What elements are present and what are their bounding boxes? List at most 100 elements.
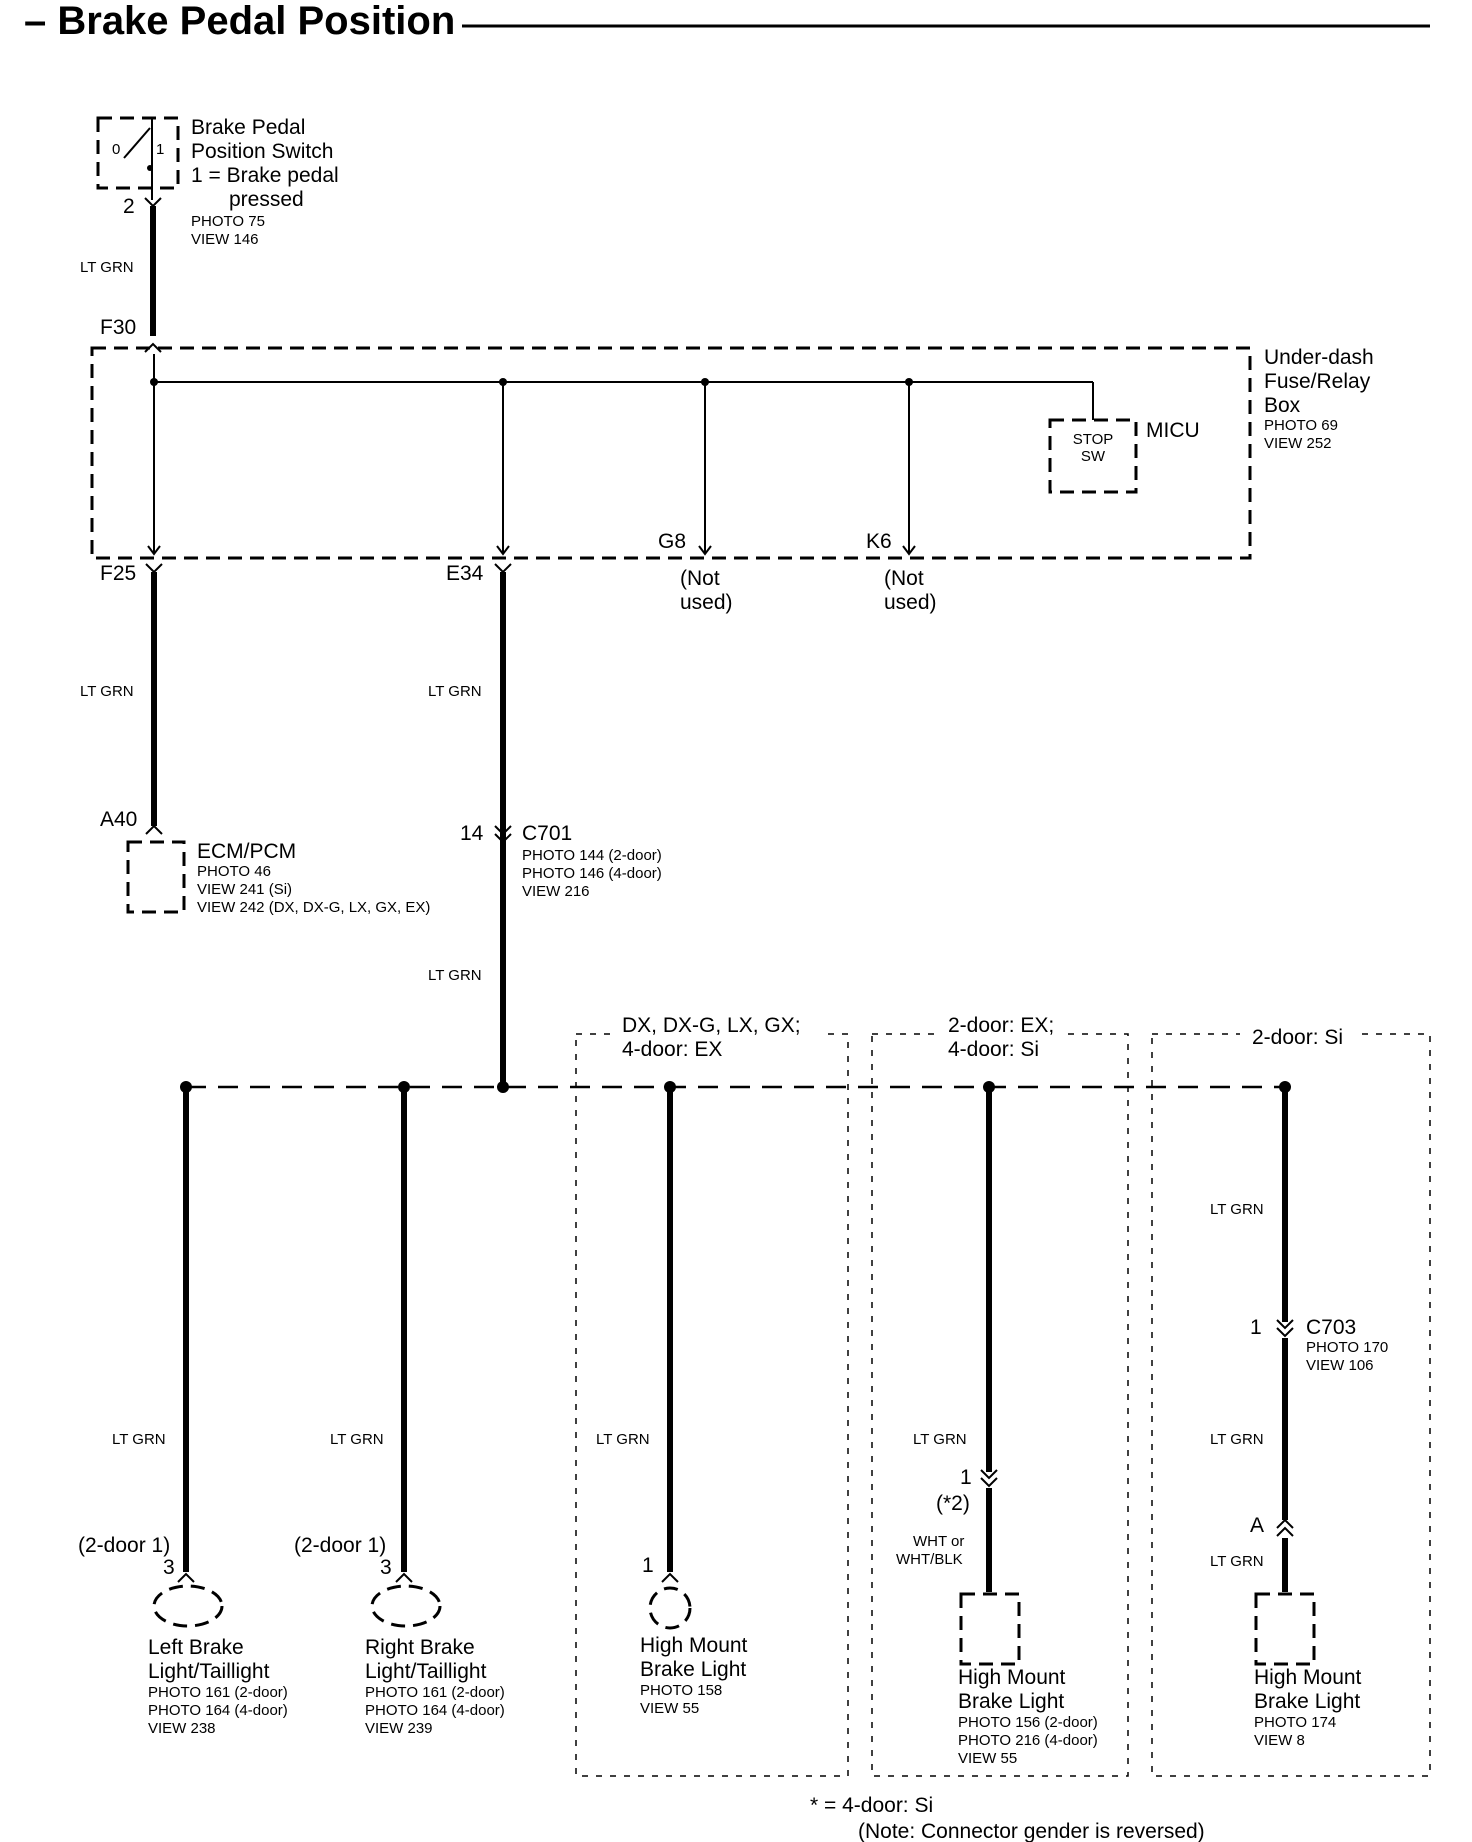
connector-hm2-a: [980, 1469, 998, 1480]
arrow-g8: [698, 545, 712, 556]
splice-k6: [905, 378, 913, 386]
wire-label-wht-blk: WHT/BLK: [896, 1551, 963, 1568]
splice-c701: [497, 1081, 509, 1093]
variant-box-b: [871, 1033, 1129, 1777]
variant-b-line-2: 4-door: Si: [948, 1038, 1039, 1061]
switch-pos-0: 0: [112, 141, 120, 158]
hm1-name-1: High Mount: [640, 1634, 748, 1657]
ecm-name: ECM/PCM: [197, 840, 296, 863]
hm3-ref-2: VIEW 8: [1254, 1732, 1305, 1749]
ecm-pcm-box: [126, 840, 186, 914]
left-light-name-2: Light/Taillight: [148, 1660, 270, 1683]
c703-ref-photo: PHOTO 170: [1306, 1339, 1388, 1356]
variant-box-c: [1151, 1033, 1431, 1777]
connector-c703-b: [1276, 1327, 1294, 1338]
switch-outline: [96, 116, 180, 190]
footnote-star: * = 4-door: Si: [810, 1794, 933, 1817]
hm2-pin: 1: [960, 1466, 972, 1489]
switch-name-2: Position Switch: [191, 140, 333, 163]
pin-k6: K6: [866, 530, 892, 553]
stop-sw-line-1: STOP: [1073, 431, 1114, 448]
variant-b-line-1: 2-door: EX;: [948, 1014, 1054, 1037]
switch-name-4: pressed: [229, 188, 304, 211]
connector-e34: [494, 563, 512, 574]
variant-box-a: [575, 1033, 849, 1777]
wire-label-3: LT GRN: [428, 683, 482, 700]
hm3-name-2: Brake Light: [1254, 1690, 1360, 1713]
variant-c-label-bg: [1240, 1024, 1360, 1048]
fuse-box-name-2: Fuse/Relay: [1264, 370, 1371, 393]
hm2-box: [959, 1592, 1021, 1666]
footnote-note: (Note: Connector gender is reversed): [858, 1820, 1205, 1842]
stop-sw-line-2: SW: [1081, 448, 1106, 465]
g8-not-used-1: (Not: [680, 567, 720, 590]
right-light-name-2: Light/Taillight: [365, 1660, 487, 1683]
splice-g8: [701, 378, 709, 386]
page-title: – Brake Pedal Position: [24, 0, 455, 43]
hm2-ref-2: PHOTO 216 (4-door): [958, 1732, 1098, 1749]
k6-not-used-2: used): [884, 591, 937, 614]
left-light-ref-2: PHOTO 164 (4-door): [148, 1702, 288, 1719]
connector-hm2-b: [980, 1477, 998, 1488]
ecm-ref-photo: PHOTO 46: [197, 863, 271, 880]
c703-pin: 1: [1250, 1316, 1262, 1339]
c701-ref-view: VIEW 216: [522, 883, 590, 900]
left-light-pin: 3: [163, 1556, 175, 1579]
arrow-k6: [902, 545, 916, 556]
right-light-ref-3: VIEW 239: [365, 1720, 433, 1737]
connector-c703-a: [1276, 1319, 1294, 1330]
connector-c701-b: [494, 833, 512, 844]
switch-name-3: 1 = Brake pedal: [191, 164, 339, 187]
hm1-ref-2: VIEW 55: [640, 1700, 699, 1717]
wire-label-2: LT GRN: [80, 683, 134, 700]
connector-right-light: [395, 1572, 413, 1583]
ecm-ref-view-dx: VIEW 242 (DX, DX-G, LX, GX, EX): [197, 899, 430, 916]
hm2-name-1: High Mount: [958, 1666, 1066, 1689]
hm1-name-2: Brake Light: [640, 1658, 746, 1681]
hm1-bulb: [648, 1586, 692, 1630]
fuse-box-name-1: Under-dash: [1264, 346, 1374, 369]
hm2-ref-3: VIEW 55: [958, 1750, 1017, 1767]
g8-not-used-2: used): [680, 591, 733, 614]
left-light-bulb: [152, 1584, 224, 1628]
connector-left-light: [177, 1572, 195, 1583]
switch-contact: [123, 127, 151, 159]
left-light-note: (2-door 1): [78, 1534, 170, 1557]
variant-a-line-2: 4-door: EX: [622, 1038, 722, 1061]
variant-c-line-1: 2-door: Si: [1252, 1026, 1343, 1049]
fuse-box-ref-view: VIEW 252: [1264, 435, 1332, 452]
wire-label-8: LT GRN: [913, 1431, 967, 1448]
hm2-ref-1: PHOTO 156 (2-door): [958, 1714, 1098, 1731]
splice-f30: [150, 378, 158, 386]
connector-c701-a: [494, 825, 512, 836]
wire-label-10: LT GRN: [1210, 1431, 1264, 1448]
c701-ref-photo-2door: PHOTO 144 (2-door): [522, 847, 662, 864]
fuse-relay-box: [90, 346, 1252, 560]
right-light-ref-1: PHOTO 161 (2-door): [365, 1684, 505, 1701]
arrow-f25: [147, 545, 161, 556]
fuse-box-ref-photo: PHOTO 69: [1264, 417, 1338, 434]
pin-e34: E34: [446, 562, 484, 585]
wire-label-7: LT GRN: [596, 1431, 650, 1448]
wire-label-9: LT GRN: [1210, 1201, 1264, 1218]
switch-ref-view: VIEW 146: [191, 231, 259, 248]
micu-label: MICU: [1146, 419, 1200, 442]
hm1-ref-1: PHOTO 158: [640, 1682, 722, 1699]
connector-hm3-b: [1276, 1526, 1294, 1537]
pin-a40: A40: [100, 808, 137, 831]
hm3-box: [1254, 1592, 1316, 1666]
ecm-ref-view-si: VIEW 241 (Si): [197, 881, 292, 898]
c701-name: C701: [522, 822, 572, 845]
pin-f25: F25: [100, 562, 136, 585]
pin-c701-14: 14: [460, 822, 484, 845]
switch-pos-1: 1: [156, 141, 164, 158]
left-light-ref-3: VIEW 238: [148, 1720, 216, 1737]
wire-label-4: LT GRN: [428, 967, 482, 984]
variant-a-label-bg: [610, 1012, 822, 1062]
switch-name-1: Brake Pedal: [191, 116, 305, 139]
hm2-name-2: Brake Light: [958, 1690, 1064, 1713]
wire-label-1: LT GRN: [80, 259, 134, 276]
hm3-pin: A: [1250, 1514, 1264, 1537]
variant-b-label-bg: [940, 1012, 1066, 1062]
arrow-e34: [496, 545, 510, 556]
